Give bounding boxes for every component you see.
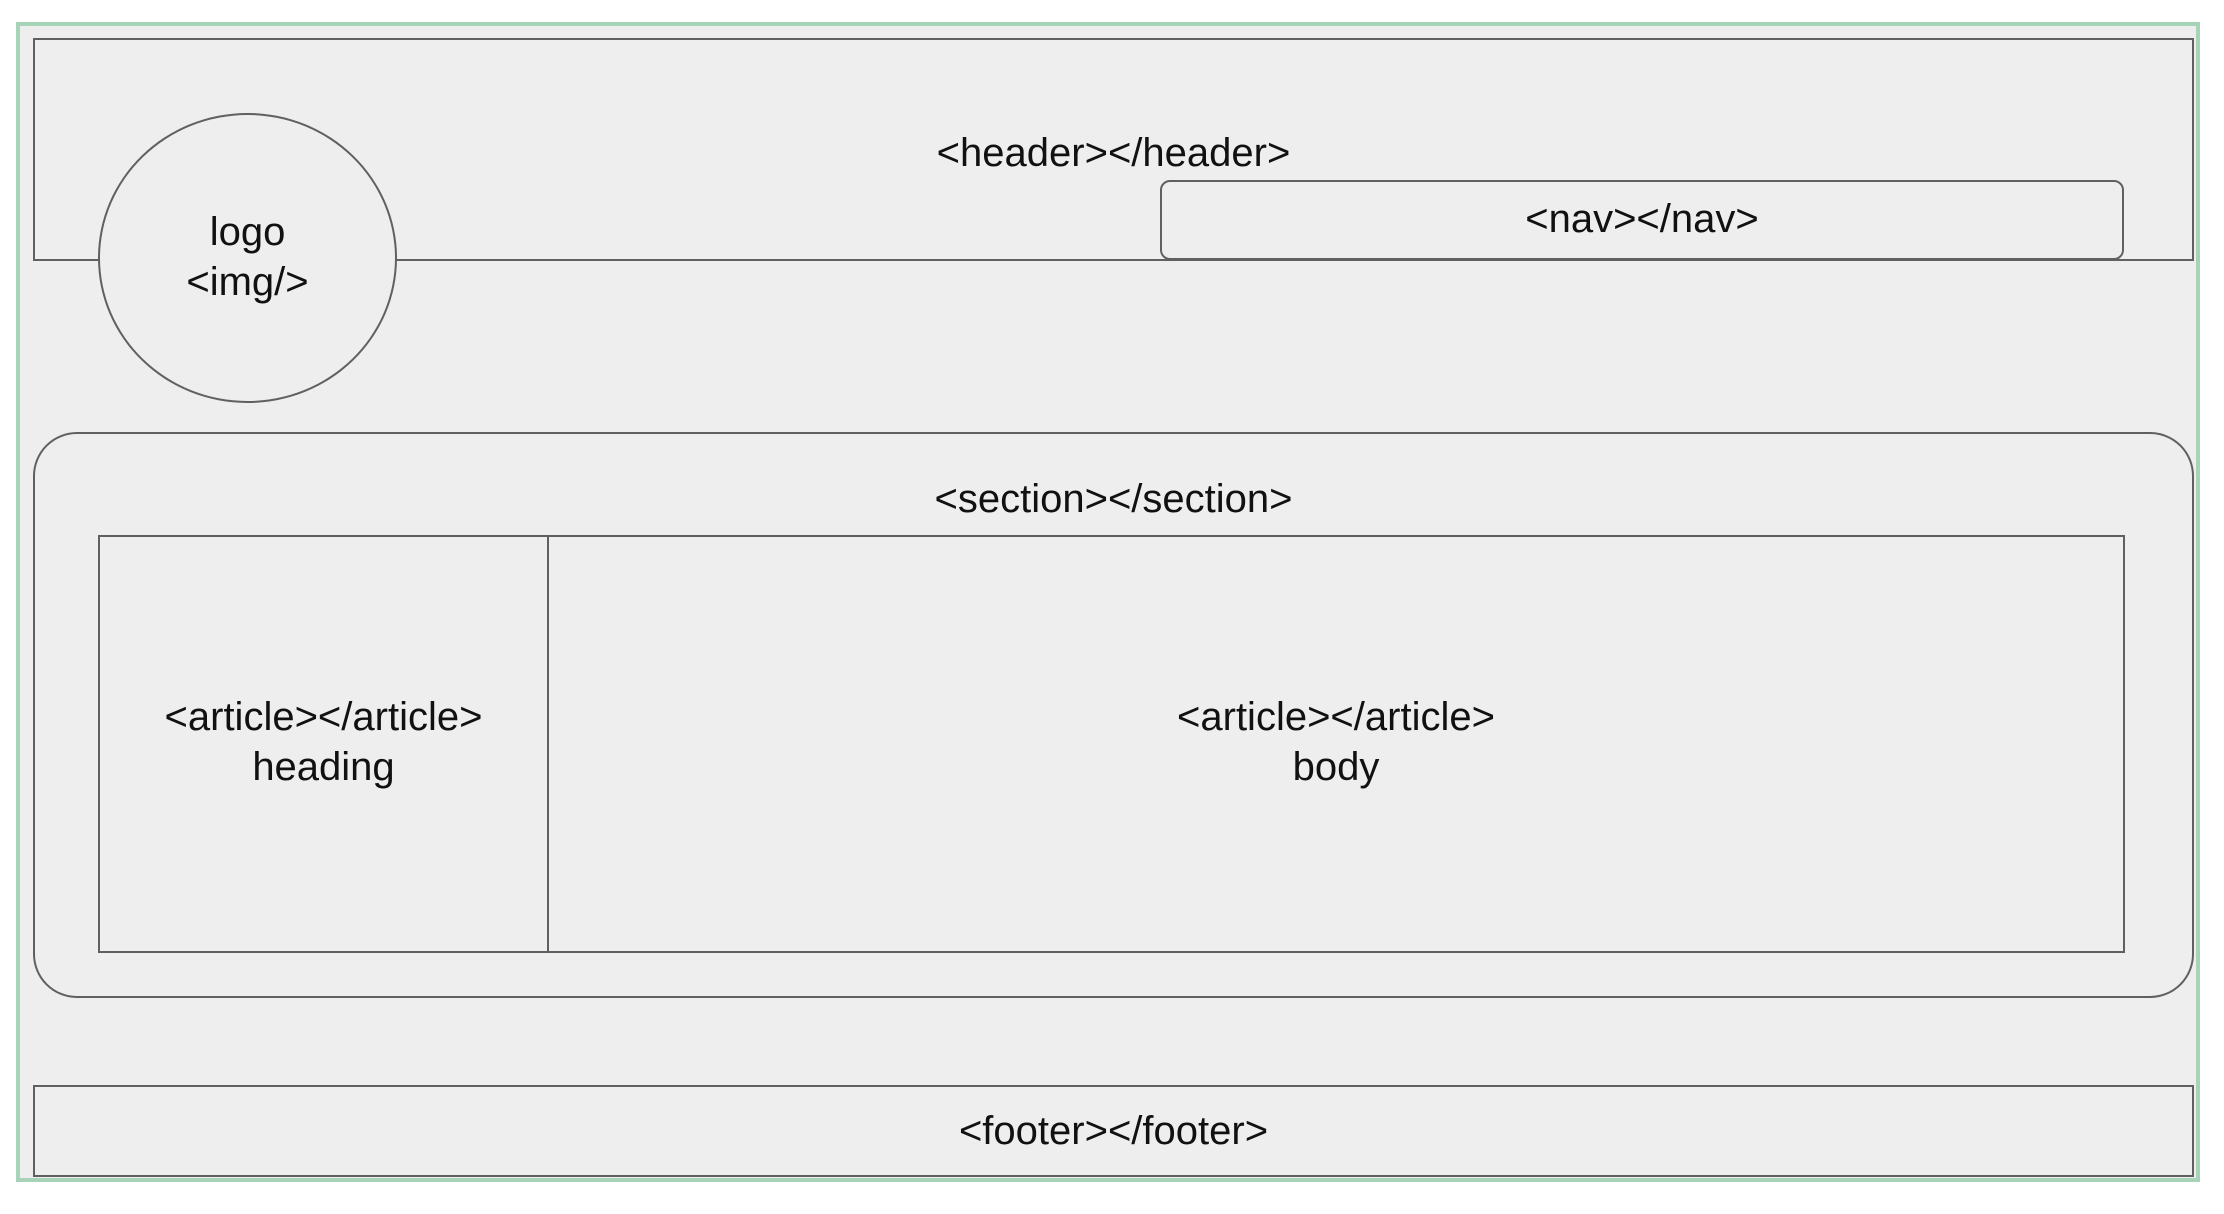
article-heading-label: heading [252,745,395,789]
section-tag-label: <section></section> [934,477,1293,521]
article-body-box: <article></article> body [547,535,2125,953]
logo-circle: logo <img/> [98,113,397,403]
article-heading-box: <article></article> heading [98,535,549,953]
article-body-label: body [1292,745,1380,789]
nav-box: <nav></nav> [1160,180,2124,260]
header-tag-label: <header></header> [936,131,1291,175]
article-heading-tag: <article></article> [164,695,483,739]
logo-img-tag: <img/> [186,260,309,304]
logo-label: logo [209,210,286,254]
nav-tag-label: <nav></nav> [1525,197,1759,241]
footer-tag-label: <footer></footer> [958,1109,1269,1153]
header-box: <header></header> [33,38,2194,261]
article-body-tag: <article></article> [1177,695,1495,739]
footer-box: <footer></footer> [33,1085,2194,1177]
